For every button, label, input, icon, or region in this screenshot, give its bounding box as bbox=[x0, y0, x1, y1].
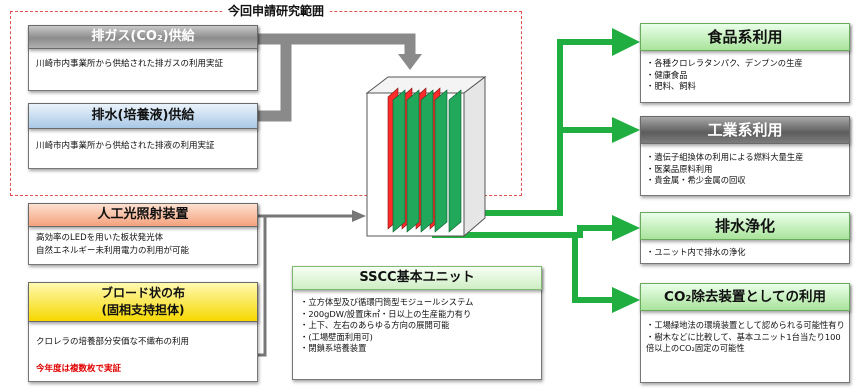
cloth-title-line-2: (固相支持担体) bbox=[101, 303, 185, 317]
industry-item: 医薬品原料利用 bbox=[646, 164, 846, 176]
food-arrow-head bbox=[612, 28, 640, 56]
food-items: 各種クロレラタンパク、デンプンの生産 健康食品 肥料、飼料 bbox=[646, 58, 846, 93]
co2-item: 工場緑地法の環境装置として認められる可能性有り bbox=[646, 320, 846, 332]
purify-arrow-head bbox=[612, 215, 640, 241]
sscc-item: 閉鎖系培養装置 bbox=[300, 343, 538, 355]
cloth-note: 今年度は複数枚で実証 bbox=[36, 364, 122, 374]
green-panel-2 bbox=[406, 89, 420, 233]
research-scope-label: 今回申請研究範囲 bbox=[222, 3, 331, 19]
cloth-title-line-1: ブロード状の布 bbox=[100, 286, 185, 300]
cloth-desc: クロレラの培養部分安価な不織布の利用 bbox=[36, 337, 190, 347]
sscc-item: (工場壁面利用可) bbox=[300, 332, 538, 344]
light-title: 人工光照射装置 bbox=[28, 203, 258, 227]
sscc-item: 上下、左右のあらゆる方向の展開可能 bbox=[300, 320, 538, 332]
wastewater-title: 排水(培養液)供給 bbox=[28, 103, 258, 129]
light-desc-line-1: 高効率のLEDを用いた板状発光体 bbox=[36, 233, 164, 243]
food-item: 各種クロレラタンパク、デンプンの生産 bbox=[646, 58, 846, 70]
industry-item: 貴金属・希少金属の回収 bbox=[646, 175, 846, 187]
co2-title: CO₂除去装置としての利用 bbox=[640, 283, 850, 311]
exhaust-desc: 川崎市内事業所から供給された排ガスの利用実証 bbox=[36, 59, 224, 69]
sscc-title: SSCC基本ユニット bbox=[292, 266, 542, 290]
exhaust-arrow bbox=[258, 33, 416, 56]
sscc-unit-illustration bbox=[365, 75, 487, 238]
co2-arrow-head bbox=[612, 287, 640, 313]
purify-title: 排水浄化 bbox=[640, 212, 850, 240]
food-title: 食品系利用 bbox=[640, 23, 850, 51]
co2-arrow bbox=[572, 235, 615, 303]
purify-items: ユニット内で排水の浄化 bbox=[646, 247, 846, 259]
green-panel-1 bbox=[392, 89, 406, 233]
light-arrow-head bbox=[352, 210, 366, 222]
green-panel-5 bbox=[448, 89, 462, 233]
industry-arrow-head bbox=[612, 117, 640, 143]
exhaust-title: 排ガス(CO₂)供給 bbox=[28, 25, 258, 49]
exhaust-arrow-head bbox=[398, 54, 422, 70]
purify-item: ユニット内で排水の浄化 bbox=[646, 247, 846, 259]
green-panel-4 bbox=[434, 89, 448, 233]
food-item: 健康食品 bbox=[646, 70, 846, 82]
cloth-title: ブロード状の布 (固相支持担体) bbox=[28, 282, 258, 322]
sscc-item: 立方体型及び循環円筒型モジュールシステム bbox=[300, 297, 538, 309]
industry-item: 遺伝子組換体の利用による燃料大量生産 bbox=[646, 152, 846, 164]
wastewater-arrow bbox=[258, 42, 292, 122]
green-panel-3 bbox=[420, 89, 434, 233]
co2-items: 工場緑地法の環境装置として認められる可能性有り 樹木などに比較して、基本ユニット… bbox=[646, 320, 846, 355]
purify-arrow bbox=[432, 225, 615, 238]
cube-side bbox=[463, 75, 486, 238]
food-item: 肥料、飼料 bbox=[646, 81, 846, 93]
industry-items: 遺伝子組換体の利用による燃料大量生産 医薬品原料利用 貴金属・希少金属の回収 bbox=[646, 152, 846, 187]
light-desc-line-2: 自然エネルギー未利用電力の利用が可能 bbox=[36, 246, 190, 256]
sscc-item: 200gDW/設置床㎡・日以上の生産能力有り bbox=[300, 309, 538, 321]
light-branch-line bbox=[258, 216, 267, 357]
sscc-items: 立方体型及び循環円筒型モジュールシステム 200gDW/設置床㎡・日以上の生産能… bbox=[300, 297, 538, 355]
wastewater-desc: 川崎市内事業所から供給された排液の利用実証 bbox=[36, 141, 215, 151]
industry-title: 工業系利用 bbox=[640, 116, 850, 144]
co2-item: 樹木などに比較して、基本ユニット1台当たり100倍以上のCO₂固定の可能性 bbox=[646, 332, 846, 355]
